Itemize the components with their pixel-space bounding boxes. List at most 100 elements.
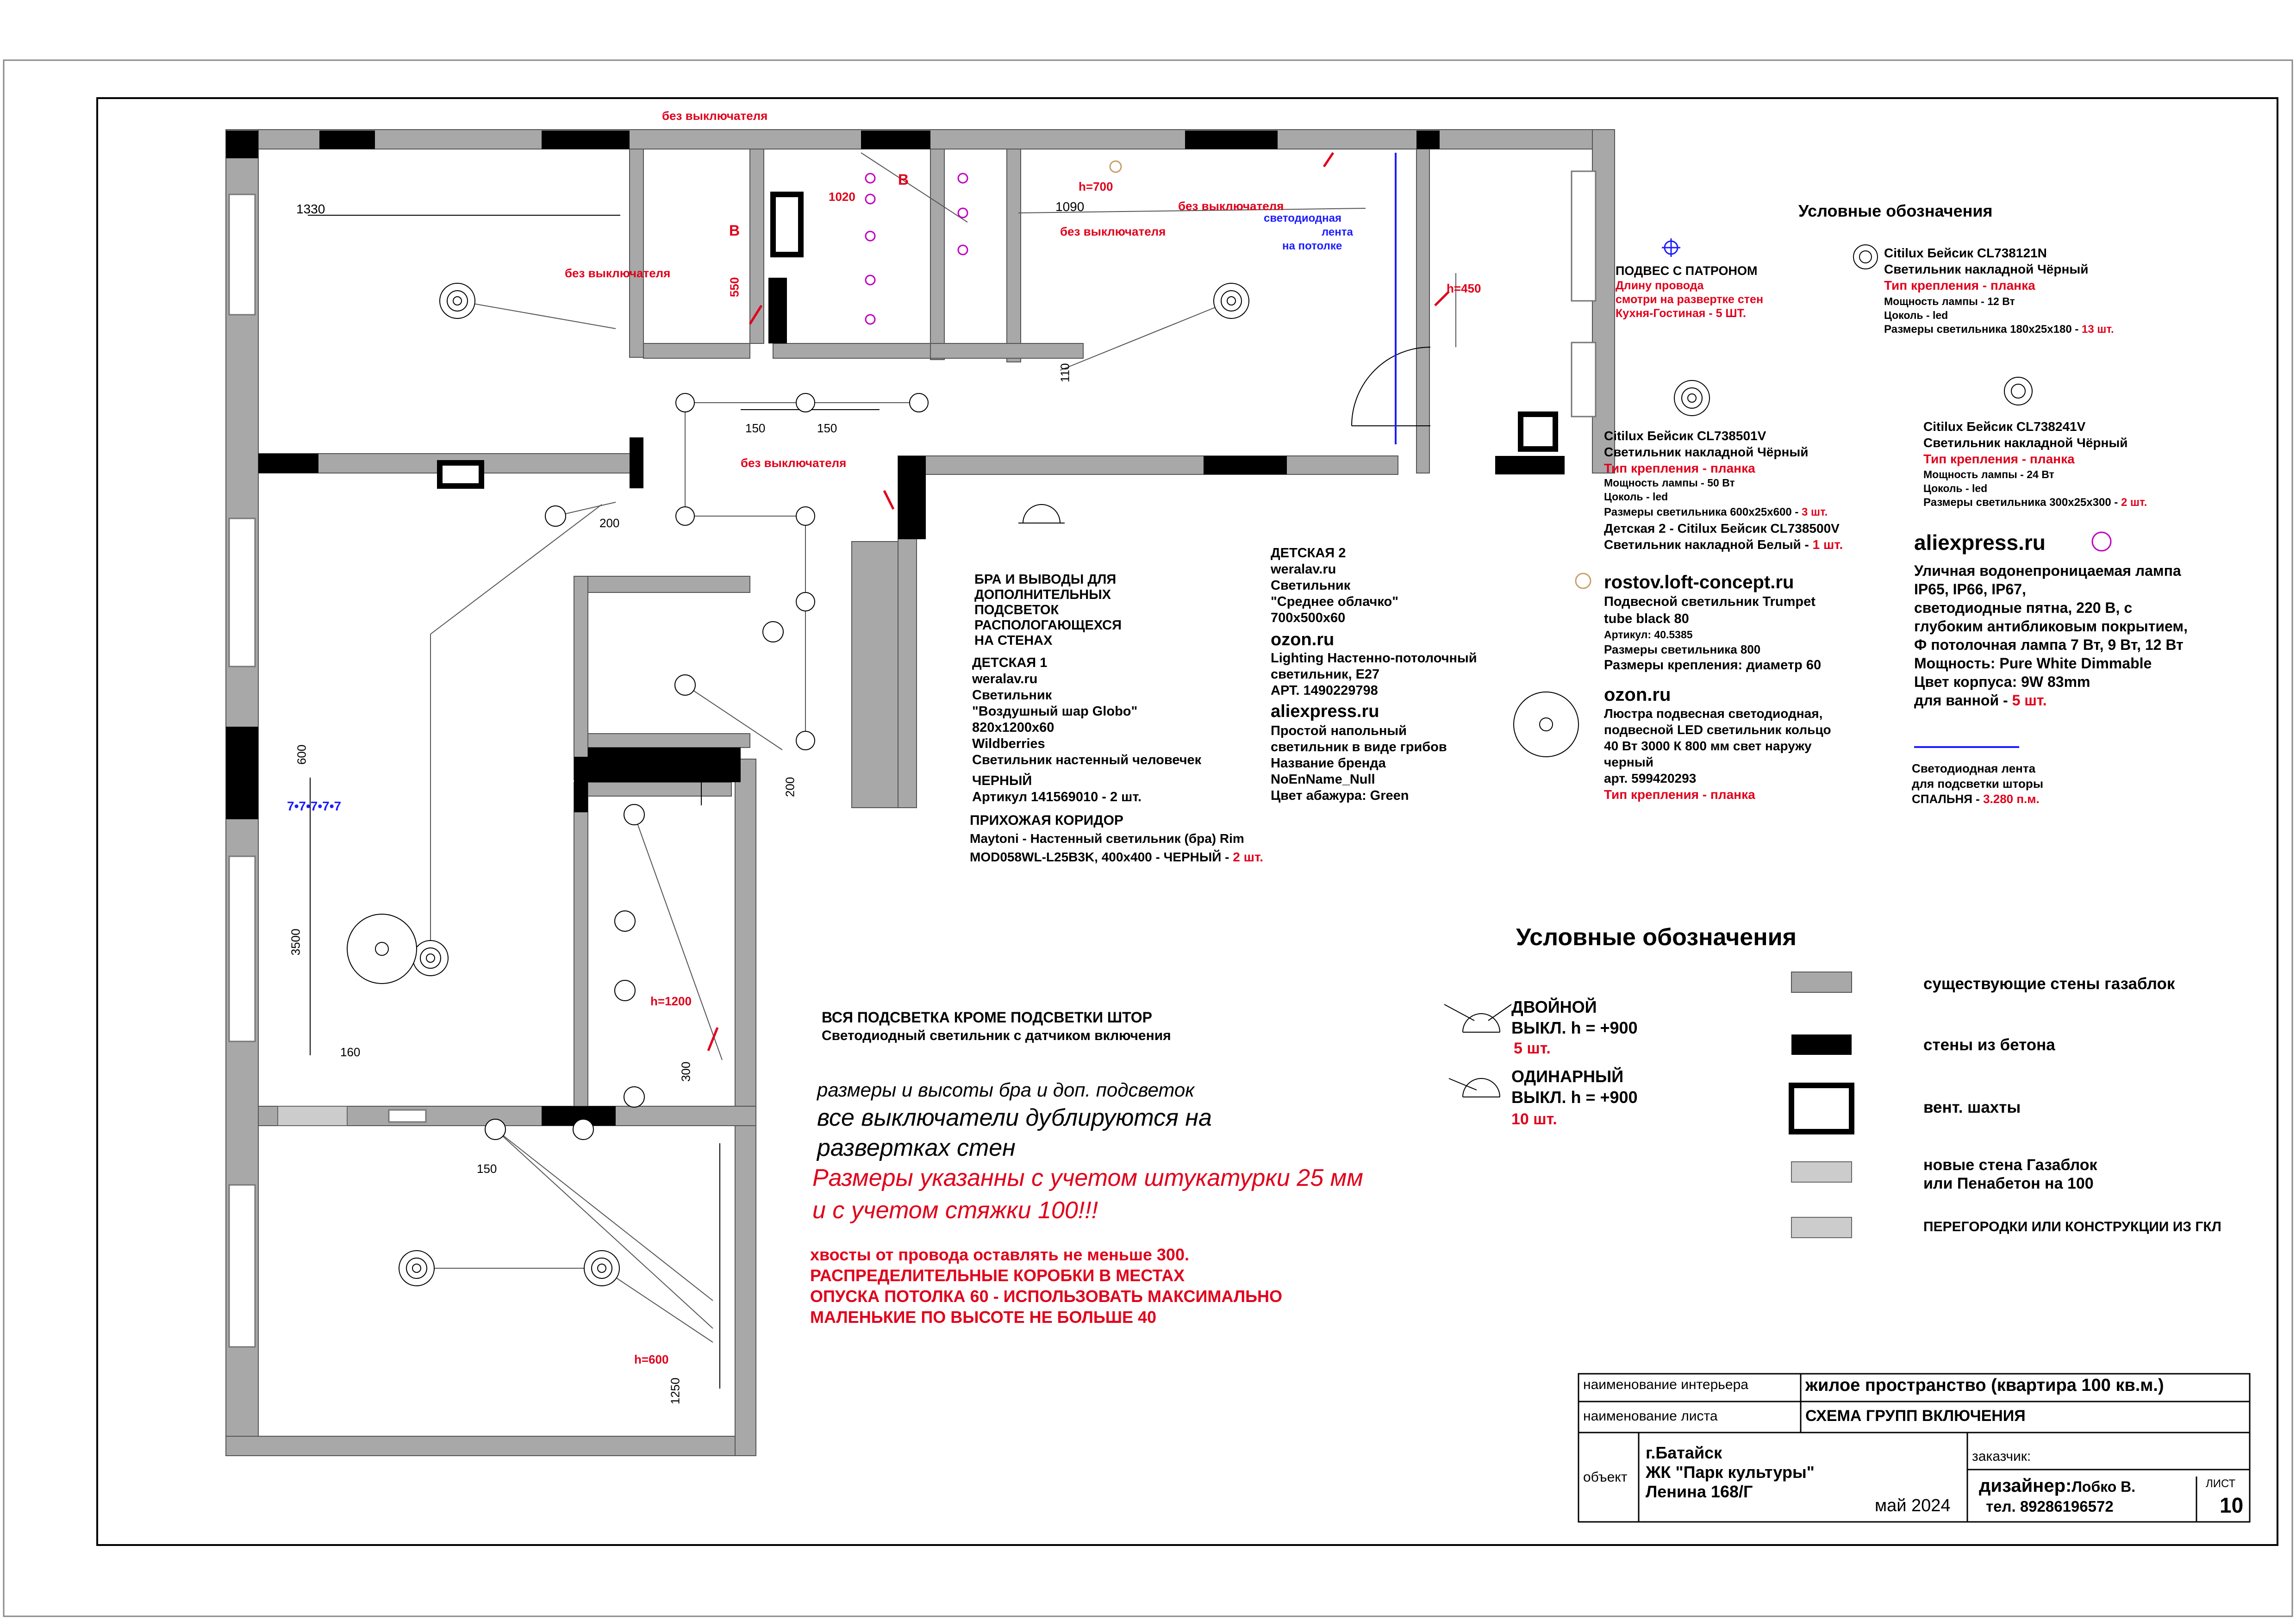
cl738121n-text: Citilux Бейсик CL738121N bbox=[1884, 246, 2047, 260]
ozon-luster-text: 40 Вт 3000 К 800 мм свет наружу bbox=[1604, 739, 1812, 753]
det2-text: АРТ. 1490229798 bbox=[1271, 683, 1378, 698]
det1-text: Wildberries bbox=[972, 736, 1045, 751]
single-switch-text: ОДИНАРНЫЙ bbox=[1511, 1067, 1624, 1086]
tb-object: Ленина 168/Г bbox=[1646, 1482, 1753, 1501]
det2-text: Lighting Настенно-потолочный bbox=[1271, 651, 1477, 666]
cl738121n-text: Светильник накладной Чёрный bbox=[1884, 262, 2089, 276]
pendant-text: смотри на развертке стен bbox=[1616, 293, 1764, 306]
all-light-text: ВСЯ ПОДСВЕТКА КРОМЕ ПОДСВЕТКИ ШТОР bbox=[822, 1009, 1152, 1026]
cl738501v-text: Citilux Бейсик CL738501V bbox=[1604, 429, 1766, 443]
tb-interior: жилое пространство (квартира 100 кв.м.) bbox=[1805, 1376, 2164, 1395]
pendant-text: ПОДВЕС С ПАТРОНОМ bbox=[1616, 264, 1758, 278]
det2-text: Название бренда bbox=[1271, 756, 1386, 771]
hand-note: размеры и высоты бра и доп. подсветок bbox=[817, 1079, 1195, 1101]
ali-street-text: IP65, IP66, IP67, bbox=[1914, 581, 2026, 598]
single-switch-text: 10 шт. bbox=[1511, 1110, 1557, 1128]
ceiling-lights bbox=[347, 244, 2033, 1286]
led-strip-text: Светодиодная лента bbox=[1912, 761, 2036, 775]
tails-note: хвосты от провода оставлять не меньше 30… bbox=[810, 1245, 1189, 1264]
det2-text: Простой напольный bbox=[1271, 723, 1407, 738]
det1-text: ЧЕРНЫЙ bbox=[972, 773, 1032, 788]
dim-label: 3500 bbox=[288, 928, 303, 956]
wall-legend-text: ПЕРЕГОРОДКИ ИЛИ КОНСТРУКЦИИ ИЗ ГКЛ bbox=[1923, 1219, 2221, 1234]
ozon-luster-text: ozon.ru bbox=[1604, 685, 1671, 705]
det1-text: Светильник настенный человечек bbox=[972, 753, 1202, 767]
dimension-lines bbox=[308, 215, 880, 1389]
tb-sheet-label: наименование листа bbox=[1583, 1408, 1718, 1424]
hand-note-red: и с учетом стяжки 100!!! bbox=[812, 1197, 1098, 1224]
led-strip-text: для подсветки шторы bbox=[1912, 777, 2044, 791]
light-icon bbox=[412, 940, 449, 976]
ozon-luster-text: Люстра подвесная светодиодная, bbox=[1604, 706, 1823, 721]
cl738241v-text: Тип крепления - планка bbox=[1923, 452, 2075, 466]
red-switch-markers bbox=[707, 152, 1450, 1051]
letter-b: В bbox=[898, 171, 909, 188]
tb-customer-label: заказчик: bbox=[1972, 1449, 2031, 1464]
bra-text: ДОПОЛНИТЕЛЬНЫХ bbox=[974, 587, 1111, 602]
ozon-luster-text: арт. 599420293 bbox=[1604, 771, 1697, 785]
bra-text: НА СТЕНАХ bbox=[974, 633, 1053, 648]
det2-text: aliexpress.ru bbox=[1271, 702, 1379, 721]
single-switch-text: ВЫКЛ. h = +900 bbox=[1511, 1088, 1638, 1107]
tails-note: РАСПРЕДЕЛИТЕЛЬНЫЕ КОРОБКИ В МЕСТАХ bbox=[810, 1266, 1185, 1285]
dim-label: 200 bbox=[783, 777, 797, 798]
cl738121n-text: Мощность лампы - 12 Вт bbox=[1884, 295, 2015, 307]
tb-sheet-name: СХЕМА ГРУПП ВКЛЮЧЕНИЯ bbox=[1805, 1407, 2026, 1425]
det2-text: ozon.ru bbox=[1271, 630, 1335, 649]
height-label: h=700 bbox=[1079, 180, 1113, 193]
ali-street-text: глубоким антибликовым покрытием, bbox=[1914, 618, 2188, 635]
det2-text: светильник, E27 bbox=[1271, 667, 1380, 682]
hand-note-red: Размеры указанны с учетом штукатурки 25 … bbox=[812, 1165, 1363, 1191]
light-icon bbox=[1674, 380, 1710, 416]
no-switch-label: без выключателя bbox=[1178, 199, 1284, 213]
legend-bottom-title: Условные обозначения bbox=[1516, 924, 1797, 951]
light-icon bbox=[347, 914, 417, 984]
cl738121n-text: Тип крепления - планка bbox=[1884, 278, 2035, 293]
ali-street-text: для ванной - 5 шт. bbox=[1914, 692, 2047, 709]
det2-text: светильник в виде грибов bbox=[1271, 740, 1447, 754]
rostov-text: Артикул: 40.5385 bbox=[1604, 629, 1693, 641]
ali-street-text: Уличная водонепроницаемая лампа bbox=[1914, 562, 2181, 579]
cl738241v-text: Размеры светильника 300х25х300 - 2 шт. bbox=[1923, 496, 2147, 509]
dim-label: 150 bbox=[817, 421, 837, 435]
all-light-text: Светодиодный светильник с датчиком включ… bbox=[822, 1028, 1171, 1043]
rostov-text: tube black 80 bbox=[1604, 611, 1689, 626]
dim-label: 160 bbox=[340, 1045, 361, 1059]
ozon-luster-text: черный bbox=[1604, 755, 1653, 769]
dim-label: 300 bbox=[679, 1061, 693, 1082]
led-strip-text: СПАЛЬНЯ - 3.280 п.м. bbox=[1912, 792, 2040, 806]
tb-sheet-no-label: ЛИСТ bbox=[2206, 1477, 2236, 1490]
led-strip-lines bbox=[1395, 153, 2019, 748]
light-icon bbox=[439, 283, 475, 319]
tb-phone: тел. 89286196572 bbox=[1986, 1498, 2114, 1515]
ali-street-text: светодиодные пятна, 220 В, с bbox=[1914, 599, 2133, 616]
walls bbox=[225, 129, 1615, 1456]
dim-label: 600 bbox=[294, 744, 309, 765]
cl738501v-text: Тип крепления - планка bbox=[1604, 461, 1755, 475]
sheet-border-inner bbox=[96, 97, 2278, 1546]
light-icon bbox=[1853, 244, 1878, 269]
det2-text: Цвет абажура: Green bbox=[1271, 788, 1409, 803]
ali-street-text: Ф потолочная лампа 7 Вт, 9 Вт, 12 Вт bbox=[1914, 636, 2184, 653]
cl738241v-text: Светильник накладной Чёрный bbox=[1923, 436, 2128, 450]
det1-text: Артикул 141569010 - 2 шт. bbox=[972, 790, 1142, 804]
purple-spots bbox=[865, 173, 2112, 552]
tails-note: МАЛЕНЬКИЕ ПО ВЫСОТЕ НЕ БОЛЬШЕ 40 bbox=[810, 1308, 1157, 1327]
ozon-luster-text: Тип крепления - планка bbox=[1604, 787, 1755, 802]
pendant-text: Длину провода bbox=[1616, 279, 1704, 292]
cl738501v-text: Светильник накладной Белый - 1 шт. bbox=[1604, 537, 1843, 552]
legend-top-title: Условные обозначения bbox=[1798, 201, 1993, 220]
led-ceiling-label-3: на потолке bbox=[1282, 240, 1342, 252]
wall-legend-text: стены из бетона bbox=[1923, 1036, 2055, 1054]
corridor-text: MOD058WL-L25B3K, 400x400 - ЧЕРНЫЙ - 2 шт… bbox=[970, 850, 1264, 864]
light-icon bbox=[1213, 283, 1249, 319]
ali-street-text: Мощность: Pure White Dimmable bbox=[1914, 655, 2152, 672]
dim-label: 1090 bbox=[1055, 199, 1085, 214]
vent-shafts bbox=[437, 192, 1558, 489]
cl738241v-text: Мощность лампы - 24 Вт bbox=[1923, 468, 2054, 480]
light-icon bbox=[399, 1250, 435, 1286]
cl738501v-text: Размеры светильника 600х25х600 - 3 шт. bbox=[1604, 506, 1828, 518]
tb-object-label: объект bbox=[1583, 1470, 1628, 1485]
rostov-text: rostov.loft-concept.ru bbox=[1604, 572, 1794, 592]
